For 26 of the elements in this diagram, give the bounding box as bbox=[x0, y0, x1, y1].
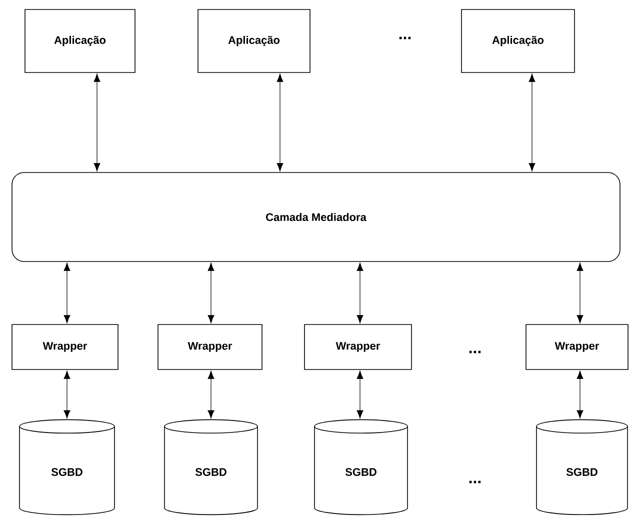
application-box: Aplicação bbox=[461, 9, 575, 73]
arrow bbox=[208, 370, 214, 418]
wrapper-box: Wrapper bbox=[304, 324, 412, 370]
ellipsis: ... bbox=[469, 350, 481, 354]
arrow bbox=[64, 262, 70, 324]
wrapper-box: Wrapper bbox=[158, 324, 262, 370]
database-cylinder: SGBD bbox=[164, 419, 258, 516]
ellipsis: ... bbox=[469, 480, 481, 484]
arrow bbox=[356, 370, 364, 418]
database-cylinder: SGBD bbox=[536, 419, 628, 516]
application-box: Aplicação bbox=[198, 9, 310, 73]
arrow bbox=[276, 74, 284, 172]
mediator-layer-box: Camada Mediadora bbox=[12, 172, 620, 262]
application-box: Aplicação bbox=[24, 9, 136, 73]
database-cylinder: SGBD bbox=[314, 419, 408, 516]
wrapper-box: Wrapper bbox=[526, 324, 628, 370]
database-cylinder: SGBD bbox=[19, 419, 115, 516]
arrow bbox=[64, 370, 70, 418]
arrow bbox=[208, 262, 214, 324]
arrow bbox=[576, 262, 584, 324]
ellipsis: ... bbox=[399, 36, 411, 40]
arrow bbox=[576, 370, 584, 418]
arrow bbox=[528, 74, 536, 172]
arrow bbox=[356, 262, 364, 324]
wrapper-box: Wrapper bbox=[12, 324, 118, 370]
arrow bbox=[94, 74, 100, 172]
